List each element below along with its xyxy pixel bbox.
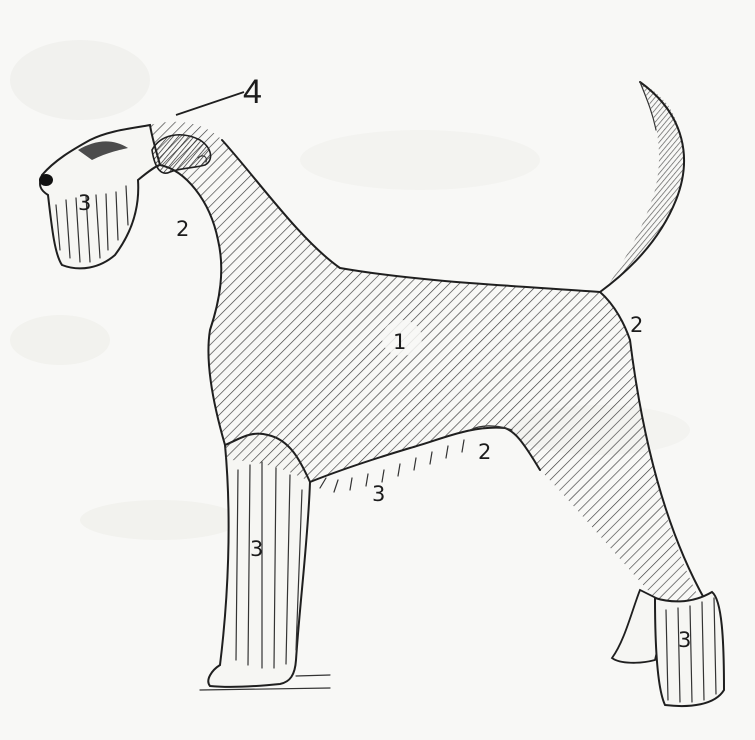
label-zone-2-neck: 2	[176, 217, 189, 241]
label-zone-3-belly: 3	[372, 482, 385, 506]
label-zone-1-body: 1	[393, 330, 406, 354]
zone-4-leader-line	[176, 92, 244, 115]
label-zone-2-tail: 2	[630, 313, 643, 337]
far-hind-leg	[612, 590, 661, 663]
label-zone-2-belly: 2	[478, 440, 491, 464]
label-zone-4: 4	[243, 73, 262, 111]
label-zone-3-hind-leg: 3	[678, 628, 691, 652]
nose	[39, 174, 53, 186]
label-zone-3-head: 3	[78, 191, 91, 215]
label-zone-3-front-leg: 3	[250, 537, 263, 561]
